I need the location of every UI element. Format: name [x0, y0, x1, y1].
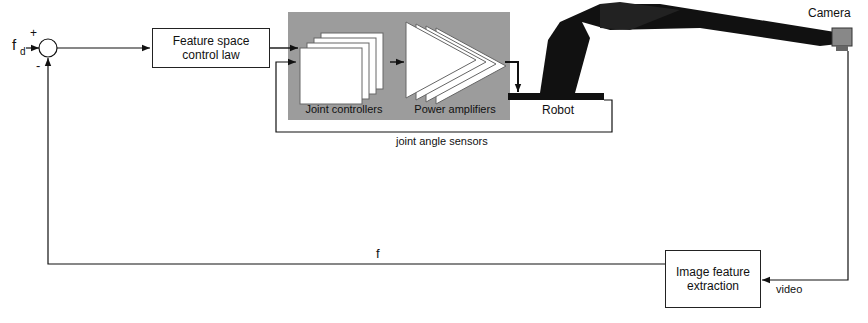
- amplifier-triangles: [404, 16, 506, 118]
- part-name: Robot: [540, 103, 576, 117]
- robot-base: [508, 93, 604, 100]
- robot-body: [540, 22, 590, 93]
- sign-mark: +: [30, 26, 37, 40]
- box-text: Feature space control law: [159, 34, 263, 62]
- signal-subscript: d: [20, 46, 26, 57]
- process-box: Feature space control law: [152, 28, 270, 68]
- signal-name: video: [776, 283, 802, 295]
- robot-upper: [600, 2, 680, 30]
- drive-wire: [505, 62, 518, 92]
- error-line: [57, 47, 150, 48]
- controller-board: [300, 48, 362, 104]
- process-box: Image feature extraction: [665, 250, 761, 308]
- signal-name: f: [12, 36, 16, 53]
- node-caption: Joint controllers: [298, 103, 390, 115]
- box-text: Image feature extraction: [672, 265, 754, 293]
- amplifier-triangle: [406, 22, 476, 98]
- summing-junction: [39, 39, 57, 57]
- controller-stack: Joint controllers: [298, 18, 390, 118]
- signal-name: f: [376, 246, 380, 261]
- signal-arrow: [390, 61, 404, 62]
- part-name: Camera: [808, 6, 851, 20]
- signal-arrow: [270, 47, 298, 48]
- video-wire: [762, 51, 848, 280]
- camera-body: [832, 28, 852, 46]
- input-line: [26, 47, 39, 48]
- signal-name: joint angle sensors: [396, 135, 488, 147]
- camera-lens: [836, 46, 848, 51]
- controller-band: [288, 12, 510, 120]
- sign-mark: -: [36, 58, 40, 73]
- amplifier-stack: Power amplifiers: [404, 16, 506, 118]
- node-caption: Power amplifiers: [404, 103, 506, 115]
